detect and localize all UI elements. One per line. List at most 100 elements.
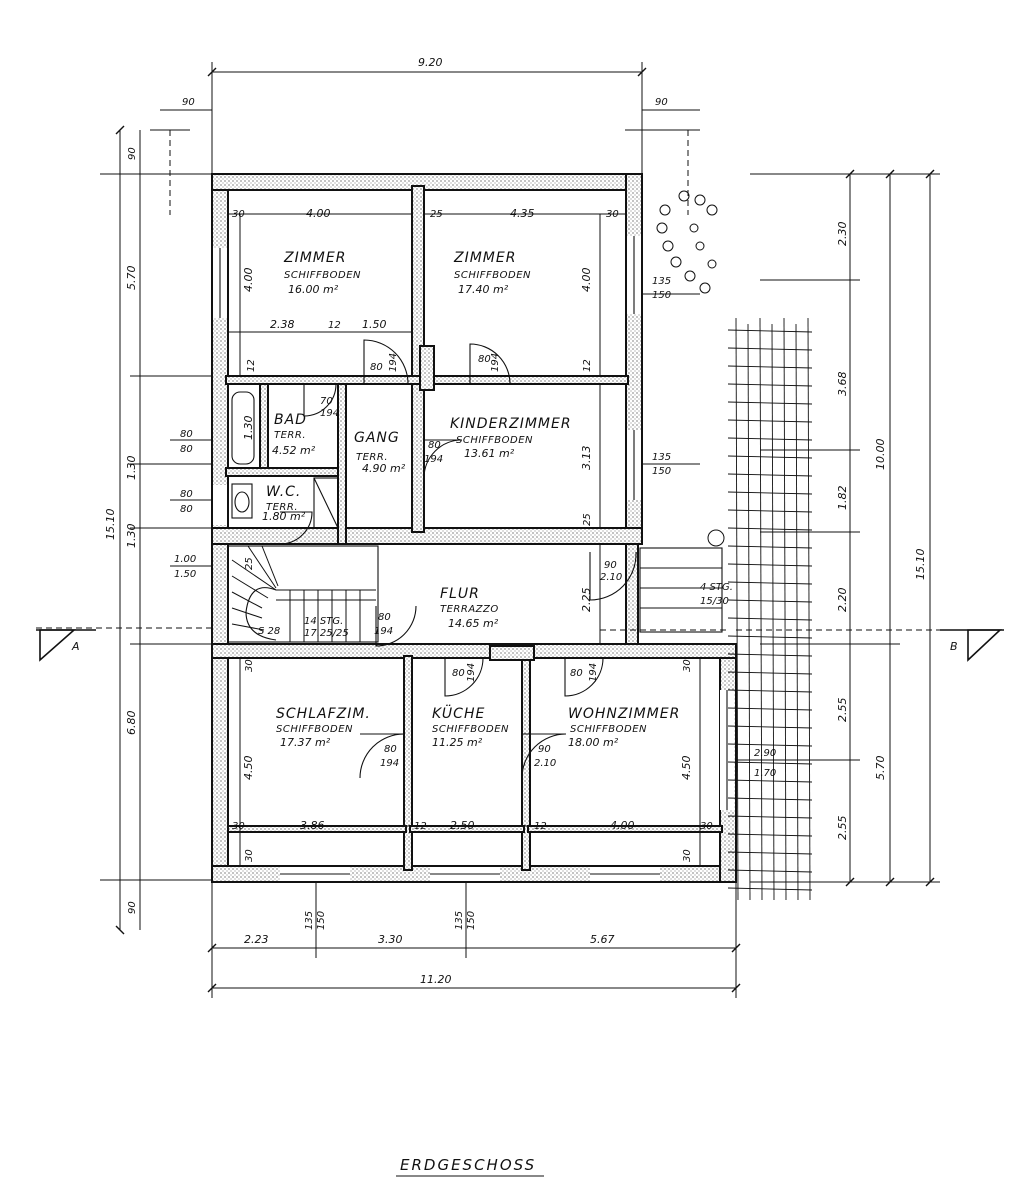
fence-rail	[727, 761, 813, 765]
svg-text:80: 80	[428, 440, 441, 451]
svg-text:TERRAZZO: TERRAZZO	[440, 604, 499, 615]
svg-text:BAD: BAD	[274, 412, 307, 428]
svg-text:150: 150	[316, 911, 327, 930]
svg-text:2.10: 2.10	[534, 758, 556, 769]
svg-text:80: 80	[478, 354, 491, 365]
svg-text:4.52 m²: 4.52 m²	[272, 444, 316, 457]
svg-text:2.10: 2.10	[600, 572, 622, 583]
svg-text:13.61 m²: 13.61 m²	[464, 447, 515, 460]
svg-text:S 28: S 28	[258, 626, 280, 637]
fence-post	[771, 323, 775, 901]
svg-text:6.80: 6.80	[125, 711, 138, 736]
fence-rail	[727, 869, 813, 873]
svg-text:80: 80	[180, 444, 193, 455]
svg-text:4 STG.: 4 STG.	[700, 582, 733, 593]
fence-rail	[727, 851, 813, 855]
fence-rail	[727, 473, 813, 477]
section-marker-a	[36, 629, 96, 662]
fence-post	[795, 323, 799, 901]
svg-text:135: 135	[304, 911, 315, 930]
fence-rail	[727, 635, 813, 639]
svg-text:ZIMMER: ZIMMER	[283, 250, 346, 266]
svg-text:2.55: 2.55	[836, 698, 849, 723]
svg-text:80: 80	[180, 489, 193, 500]
svg-text:12: 12	[534, 821, 547, 832]
svg-text:15/30: 15/30	[700, 596, 729, 607]
section-marker-b	[940, 629, 1004, 662]
fence-rail	[727, 563, 813, 567]
svg-text:4.50: 4.50	[680, 756, 693, 781]
svg-text:150: 150	[466, 911, 477, 930]
svg-text:2.38: 2.38	[270, 318, 295, 331]
svg-text:4.00: 4.00	[580, 268, 593, 293]
svg-text:16.00 m²: 16.00 m²	[288, 283, 339, 296]
svg-text:4.35: 4.35	[510, 207, 535, 220]
svg-text:194: 194	[424, 454, 443, 465]
svg-text:TERR.: TERR.	[266, 502, 298, 513]
room-labels: ZIMMER SCHIFFBODEN 16.00 m² ZIMMER SCHIF…	[262, 250, 679, 749]
fence-rail	[727, 617, 813, 621]
room-kueche: KÜCHE SCHIFFBODEN 11.25 m²	[432, 704, 509, 749]
svg-text:194: 194	[374, 626, 393, 637]
fence-rail	[727, 797, 813, 801]
svg-text:9.20: 9.20	[418, 56, 443, 69]
svg-text:5.70: 5.70	[874, 756, 887, 781]
room-schlafzimmer: SCHLAFZIM. SCHIFFBODEN 17.37 m²	[276, 706, 370, 749]
svg-text:2.25: 2.25	[580, 588, 593, 613]
fence-post	[807, 317, 811, 901]
dimension-labels: 9.20 90 90 11.20 2.23 3.30 5.67 15.10 90…	[104, 56, 927, 986]
fence-rail	[727, 491, 813, 495]
svg-text:SCHIFFBODEN: SCHIFFBODEN	[456, 435, 533, 446]
fence-rail	[727, 581, 813, 585]
svg-text:FLUR: FLUR	[440, 586, 480, 602]
svg-text:2.55: 2.55	[836, 816, 849, 841]
svg-text:80: 80	[570, 668, 583, 679]
svg-text:5.67: 5.67	[590, 933, 615, 946]
svg-text:GANG: GANG	[354, 430, 400, 446]
svg-text:30: 30	[244, 659, 255, 672]
fence-rail	[727, 401, 813, 405]
room-zimmer-1: ZIMMER SCHIFFBODEN 16.00 m²	[283, 250, 361, 296]
svg-text:TERR.: TERR.	[274, 430, 306, 441]
svg-text:12: 12	[328, 320, 341, 331]
svg-text:194: 194	[490, 353, 501, 372]
svg-text:30: 30	[682, 849, 693, 862]
svg-text:4.00: 4.00	[306, 207, 331, 220]
svg-text:135: 135	[454, 911, 465, 930]
svg-text:3.13: 3.13	[580, 446, 593, 471]
dimension-lines	[36, 62, 1000, 998]
svg-text:14.65 m²: 14.65 m²	[448, 617, 499, 630]
svg-text:W.C.: W.C.	[266, 484, 301, 500]
svg-text:25: 25	[430, 209, 443, 220]
fence-rail	[727, 347, 813, 351]
svg-text:2.90: 2.90	[754, 748, 776, 759]
fence-rail	[727, 815, 813, 819]
fence-post	[759, 317, 763, 901]
svg-text:SCHIFFBODEN: SCHIFFBODEN	[284, 270, 361, 281]
svg-text:1.00: 1.00	[174, 554, 196, 565]
svg-text:25: 25	[582, 513, 593, 526]
garden-fence	[727, 317, 813, 901]
fence-rail	[727, 671, 813, 675]
fence-rail	[727, 545, 813, 549]
svg-text:4.00: 4.00	[610, 819, 635, 832]
svg-text:1.50: 1.50	[362, 318, 387, 331]
fence-rail	[727, 419, 813, 423]
svg-text:30: 30	[232, 821, 245, 832]
fence-rail	[727, 527, 813, 531]
svg-text:2.20: 2.20	[836, 588, 849, 613]
svg-text:70: 70	[320, 396, 333, 407]
svg-text:150: 150	[652, 290, 671, 301]
fence-rail	[727, 383, 813, 387]
svg-text:30: 30	[682, 659, 693, 672]
main-staircase	[227, 545, 379, 643]
fence-rail	[727, 689, 813, 693]
svg-text:80: 80	[370, 362, 383, 373]
svg-text:14 STG.: 14 STG.	[304, 616, 343, 627]
svg-text:1.50: 1.50	[174, 569, 196, 580]
svg-text:1.82: 1.82	[836, 486, 849, 511]
fence-rail	[727, 707, 813, 711]
svg-text:12: 12	[414, 821, 427, 832]
svg-text:4.00: 4.00	[242, 268, 255, 293]
